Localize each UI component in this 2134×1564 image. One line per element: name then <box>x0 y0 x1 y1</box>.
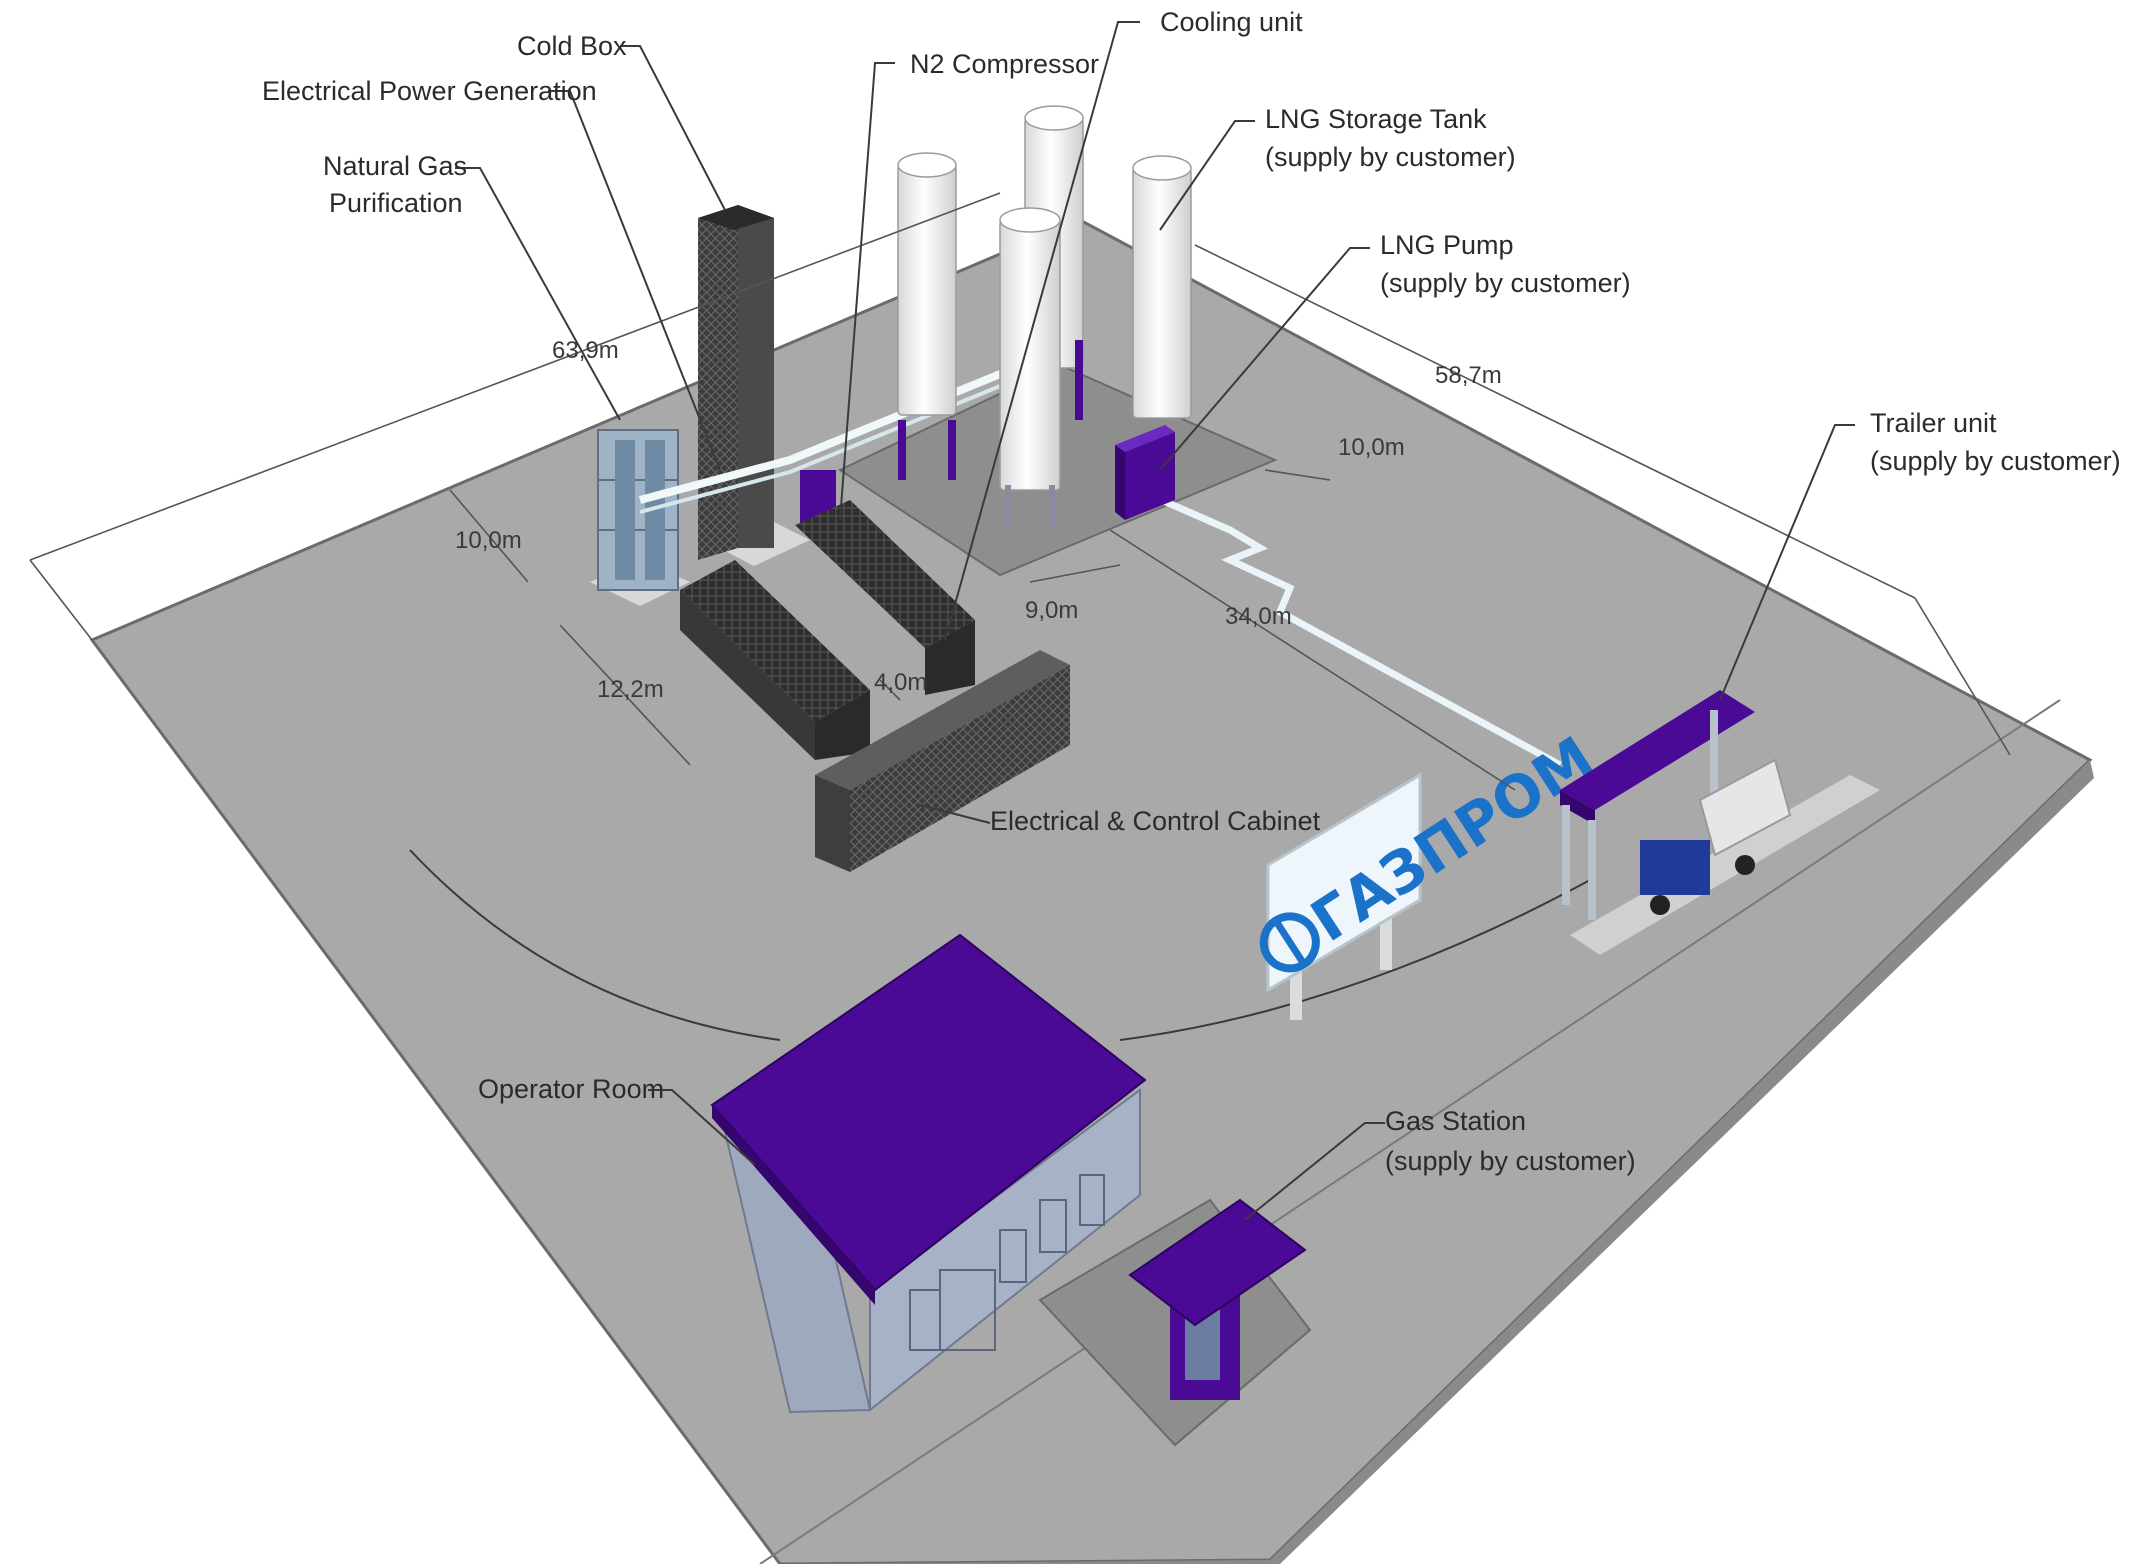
cooling-unit-container <box>680 560 870 760</box>
label-purification: Purification <box>329 188 463 218</box>
dim-58-7: 58,7m <box>1435 362 1502 389</box>
electrical-control-cabinet <box>815 650 1070 872</box>
dimension-labels: 63,9m 58,7m 10,0m 10,0m 12,2m 9,0m 4,0m … <box>455 337 1502 703</box>
dim-4-0: 4,0m <box>874 669 927 696</box>
dim-63-9: 63,9m <box>552 337 619 364</box>
natural-gas-purification-unit <box>590 429 690 606</box>
label-gas-station: Gas Station <box>1385 1106 1526 1136</box>
lng-tank-3 <box>1132 155 1192 419</box>
dim-34-0: 34,0m <box>1225 603 1292 630</box>
label-gas-station-supply: (supply by customer) <box>1385 1146 1636 1176</box>
operator-room-building <box>710 933 1147 1414</box>
label-cold-box: Cold Box <box>517 31 627 61</box>
lng-tank-1 <box>897 152 957 480</box>
trailer-unit <box>1560 690 1880 955</box>
label-lng-pump: LNG Pump <box>1380 230 1514 260</box>
label-natural-gas: Natural Gas <box>323 151 467 181</box>
dim-10-left: 10,0m <box>455 527 522 554</box>
label-trailer-unit: Trailer unit <box>1870 408 1997 438</box>
gas-station <box>1038 1198 1312 1447</box>
flame-logo-icon <box>1259 912 1320 973</box>
label-n2-compressor: N2 Compressor <box>910 49 1099 79</box>
dim-10-right: 10,0m <box>1338 434 1405 461</box>
label-lng-storage-supply: (supply by customer) <box>1265 142 1516 172</box>
dim-12-2: 12,2m <box>597 676 664 703</box>
dimension-lines <box>29 192 2011 791</box>
ground-slab <box>89 218 2094 1564</box>
label-lng-pump-supply: (supply by customer) <box>1380 268 1631 298</box>
label-operator-room: Operator Room <box>478 1074 664 1104</box>
label-trailer-supply: (supply by customer) <box>1870 446 2121 476</box>
n2-compressor-container <box>795 500 975 695</box>
tanker-truck-icon <box>1640 758 1792 915</box>
label-electrical-power-generation: Electrical Power Generation <box>262 76 597 106</box>
lng-tank-4 <box>999 207 1061 530</box>
leader-lines <box>455 21 1855 1221</box>
label-electrical-control-cabinet: Electrical & Control Cabinet <box>990 806 1321 836</box>
label-lng-storage-tank: LNG Storage Tank <box>1265 104 1487 134</box>
component-labels: Cold Box Electrical Power Generation Nat… <box>262 7 2121 1176</box>
cold-box-tower <box>698 205 810 566</box>
dim-9-0: 9,0m <box>1025 597 1078 624</box>
lng-pump-skid <box>1115 425 1175 520</box>
label-cooling-unit: Cooling unit <box>1160 7 1303 37</box>
